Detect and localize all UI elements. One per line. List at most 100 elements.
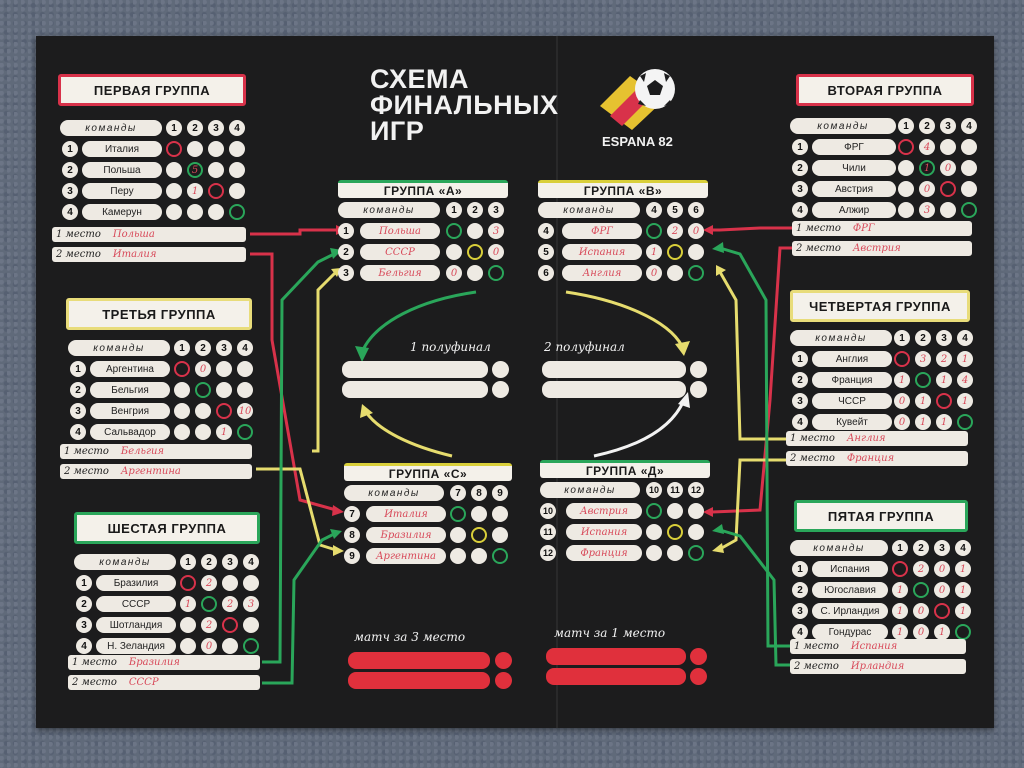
place-1-label: 1 место [790,433,835,444]
place-1-team: Бразилия [128,657,180,668]
group-D-teams-header: команды [540,482,640,498]
group-D-score-cell [646,524,662,540]
g5-score-cell: 1 [955,603,971,619]
group-A-row-num: 2 [338,244,354,260]
group-A-row-num: 1 [338,223,354,239]
g5-team: Испания [812,561,888,577]
place-1-label: 1 место [56,229,101,240]
g5-score-cell: 0 [934,561,950,577]
group-D-row-num: 12 [540,545,556,561]
group-B-score-cell: 1 [646,244,662,260]
semifinal-1-score-1 [492,361,509,378]
g1-row-num: 2 [62,162,78,178]
group-B-score-cell: 0 [646,265,662,281]
g4-team: Кувейт [812,414,892,430]
g5-col-3: 3 [934,540,950,556]
group-B-team: ФРГ [562,223,642,239]
group-B-team: Испания [562,244,642,260]
g6-row-num: 3 [76,617,92,633]
team-name: Испания [580,526,628,538]
group-C-row-num: 8 [344,527,360,543]
g5-score-cell: 1 [955,582,971,598]
g6-score-cell [222,575,238,591]
group-D-score-cell [688,545,704,561]
g4-score-cell: 1 [957,351,973,367]
g6-team: Бразилия [96,575,176,591]
g2-teams-header: команды [790,118,896,134]
g1-row-num: 3 [62,183,78,199]
group-B-score-cell [667,244,683,260]
third-place-score-1 [495,652,512,669]
g3-col-1: 1 [174,340,190,356]
group-A-score-cell [446,244,462,260]
group-D-title: ГРУППА «Д» [540,460,710,478]
g6-score-cell [243,638,259,654]
place-2-team: Ирландия [850,661,905,672]
g5-team: Югославия [812,582,888,598]
g1-score-cell: 1 [187,183,203,199]
g2-row-num: 2 [792,160,808,176]
title-line-3: ИГР [370,116,425,146]
g4-row-num: 3 [792,393,808,409]
g4-col-2: 2 [915,330,931,346]
team-name: Бельгия [378,267,422,279]
final-score-2 [690,668,707,685]
group-C-score-cell [450,548,466,564]
g3-team: Сальвадор [90,424,170,440]
g5-col-1: 1 [892,540,908,556]
g4-row-num: 2 [792,372,808,388]
place-1-team: Бельгия [120,446,165,457]
g4-score-cell [957,414,973,430]
group-C-title: ГРУППА «С» [344,463,512,481]
place-1-label: 1 место [794,641,839,652]
g2-team: ФРГ [812,139,896,155]
g1-score-cell [166,204,182,220]
g5-score-cell: 0 [934,582,950,598]
g6-col-1: 1 [180,554,196,570]
group-B-teams-header: команды [538,202,640,218]
group-B-row-num: 5 [538,244,554,260]
g6-score-cell: 1 [180,596,196,612]
g2-score-cell: 0 [940,160,956,176]
place-1-label: 1 место [796,223,841,234]
g6-col-4: 4 [243,554,259,570]
group-D-team: Испания [566,524,642,540]
group-C-team: Бразилия [366,527,446,543]
g3-score-cell [195,382,211,398]
group-D-score-cell [667,545,683,561]
g2-col-3: 3 [940,118,956,134]
group-D-col-11: 11 [667,482,683,498]
place-2-label: 2 место [790,453,835,464]
g3-team: Бельгия [90,382,170,398]
group-B-team: Англия [562,265,642,281]
group-C-col-7: 7 [450,485,466,501]
g1-row-num: 4 [62,204,78,220]
g4-score-cell: 0 [894,414,910,430]
group-C-score-cell [471,548,487,564]
g2-score-cell [961,202,977,218]
group-B-row-num: 6 [538,265,554,281]
team-name: Бразилия [380,529,432,541]
g2-team: Алжир [812,202,896,218]
g1-score-cell [187,141,203,157]
g5-row-num: 3 [792,603,808,619]
g3-score-cell [237,382,253,398]
final-score-1 [690,648,707,665]
group-B-score-cell [688,244,704,260]
group-D-score-cell [667,503,683,519]
semifinal-1-slot-1 [342,361,488,378]
place-1-team: Испания [850,641,898,652]
place-2-label: 2 место [796,243,841,254]
place-1-team: Польша [112,229,155,240]
g3-score-cell: 10 [237,403,253,419]
g1-title: ПЕРВАЯ ГРУППА [58,74,246,106]
g4-row-num: 4 [792,414,808,430]
group-D-col-10: 10 [646,482,662,498]
g6-score-cell: 0 [201,638,217,654]
g3-row-num: 2 [70,382,86,398]
group-C-score-cell [492,527,508,543]
